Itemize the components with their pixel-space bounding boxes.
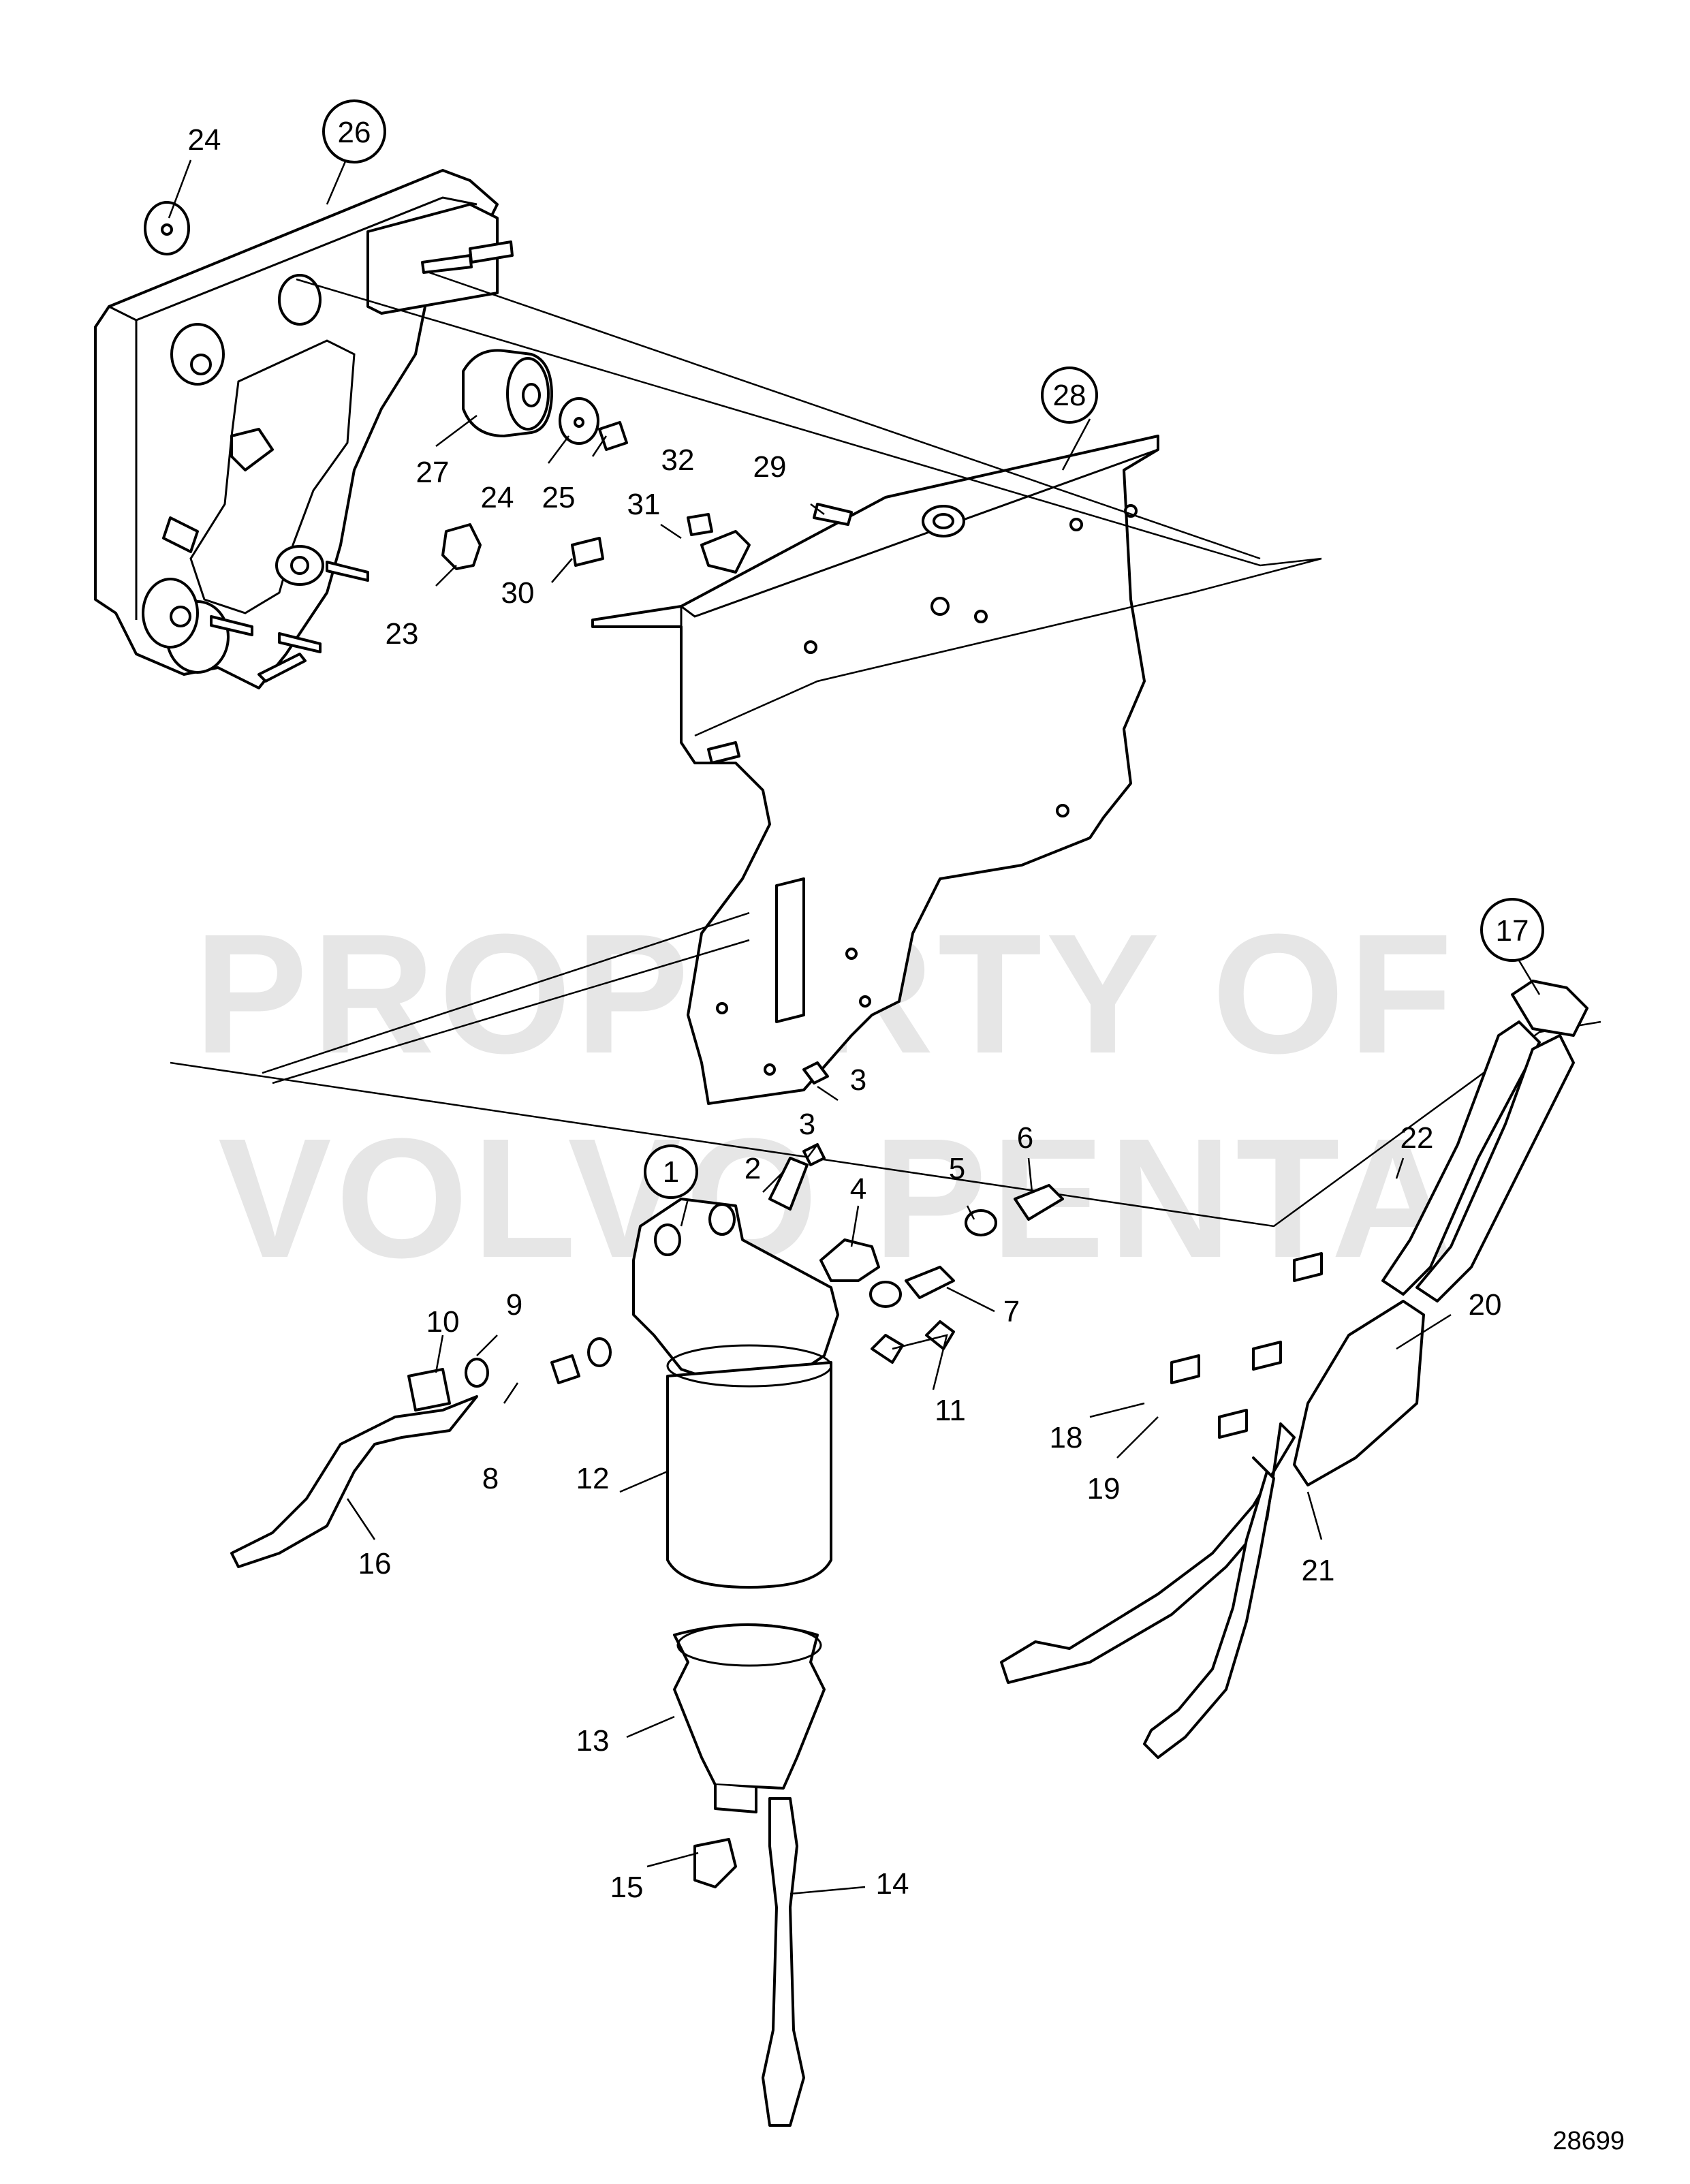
callout-16: 16 — [358, 1547, 392, 1580]
callout-10: 10 — [426, 1305, 460, 1339]
callout-5: 5 — [949, 1152, 965, 1185]
plain-callouts: 24 27 24 25 23 30 31 32 29 3 3 2 4 5 6 7… — [188, 123, 1502, 1904]
clamp-31 — [700, 530, 751, 574]
drain-valve-15 — [693, 1838, 737, 1888]
callout-4: 4 — [850, 1172, 866, 1206]
callout-6: 6 — [1017, 1121, 1033, 1155]
callout-3-upper: 3 — [850, 1063, 866, 1097]
hose-16 — [230, 1395, 478, 1568]
leader-lines — [168, 156, 1541, 1895]
callout-11: 11 — [935, 1394, 966, 1427]
callout-17: 17 — [1480, 898, 1544, 962]
screw-32 — [687, 513, 713, 536]
callout-7: 7 — [1003, 1295, 1020, 1328]
circled-callouts: 26 28 1 17 — [322, 99, 1544, 1199]
callout-18: 18 — [1050, 1421, 1083, 1454]
fuel-hose-assembly — [1000, 980, 1589, 1759]
bolt-29 — [813, 503, 853, 526]
callout-12: 12 — [576, 1462, 610, 1495]
mounting-plate-assembly — [94, 169, 514, 689]
callout-31: 31 — [627, 488, 661, 521]
drain-hose-14 — [762, 1797, 805, 2127]
callout-32: 32 — [661, 443, 695, 477]
callout-23: 23 — [386, 617, 419, 651]
svg-text:1: 1 — [663, 1155, 679, 1189]
callout-29: 29 — [753, 450, 787, 484]
drawing-number: 28699 — [1552, 2127, 1625, 2155]
callout-24-top: 24 — [188, 123, 221, 157]
svg-text:17: 17 — [1496, 914, 1529, 948]
callout-1: 1 — [644, 1144, 698, 1199]
rubber-mount-assembly — [462, 349, 628, 451]
callout-21: 21 — [1302, 1554, 1335, 1587]
callout-15: 15 — [610, 1871, 644, 1904]
callout-24: 24 — [481, 481, 514, 514]
fuel-filter-assembly — [632, 1198, 839, 1813]
callout-22: 22 — [1400, 1121, 1434, 1155]
svg-text:26: 26 — [338, 116, 371, 149]
callout-14: 14 — [876, 1867, 909, 1901]
callout-8: 8 — [482, 1462, 499, 1495]
bracket-28 — [591, 435, 1159, 1105]
callout-19: 19 — [1087, 1472, 1121, 1506]
fittings — [407, 1061, 1064, 1411]
callout-13: 13 — [576, 1724, 610, 1758]
svg-text:28: 28 — [1053, 379, 1086, 412]
callout-20: 20 — [1469, 1288, 1502, 1322]
callout-2: 2 — [745, 1152, 761, 1185]
callout-26: 26 — [322, 99, 386, 163]
callout-25: 25 — [542, 481, 576, 514]
bolt-30 — [571, 537, 604, 567]
callout-3-lower: 3 — [799, 1108, 815, 1141]
callout-28: 28 — [1041, 366, 1098, 424]
callout-27: 27 — [416, 456, 450, 489]
callout-9: 9 — [506, 1288, 522, 1322]
callout-30: 30 — [501, 576, 535, 610]
clip-23 — [441, 523, 482, 570]
